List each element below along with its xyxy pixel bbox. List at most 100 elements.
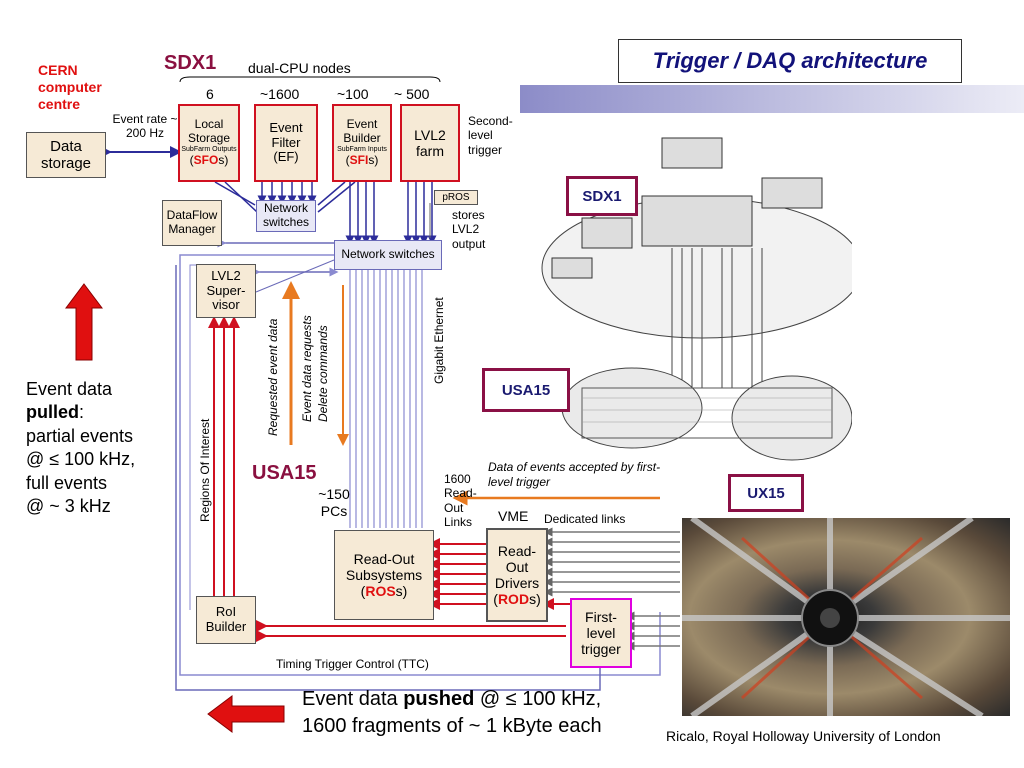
slide-title-box: Trigger / DAQ architecture <box>618 39 962 83</box>
gigabit-ethernet-label: Gigabit Ethernet <box>432 297 446 384</box>
count-ef: ~1600 <box>260 86 300 102</box>
pulled-l2-wrap: pulled: <box>26 401 186 424</box>
requests-line1: Event data requests <box>300 315 314 422</box>
acr-close: s) <box>395 583 408 600</box>
data-storage-box: Data storage <box>26 132 106 178</box>
first-level-trigger-box: First-level trigger <box>570 598 632 668</box>
count-sfi: ~100 <box>337 86 369 102</box>
event-filter-box: Event Filter (EF) <box>254 104 318 182</box>
roi-builder-box: RoI Builder <box>196 596 256 644</box>
requests-line2: Delete commands <box>316 325 330 422</box>
network-switches-small-label: Network switches <box>262 201 309 229</box>
count-sfo: 6 <box>206 86 214 102</box>
pushed-text: Event data pushed @ ≤ 100 kHz, 1600 frag… <box>302 686 692 740</box>
dataflow-manager-box: DataFlow Manager <box>162 200 222 246</box>
pcs-label: ~150 PCs <box>310 486 358 520</box>
pcs-text: ~150 PCs <box>318 486 350 519</box>
usa15-tag: USA15 <box>482 368 570 412</box>
network-switches-main-label: Network switches <box>341 247 435 262</box>
event-rate-text: Event rate ~ 200 Hz <box>112 112 178 141</box>
data-storage-label: Data storage <box>40 137 92 172</box>
event-builder-sub: SubFarm Inputs <box>337 146 387 154</box>
sdx1-label-text: SDX1 <box>164 52 217 74</box>
pros-note: stores LVL2 output <box>452 208 498 251</box>
sdx1-surface-illustration <box>522 118 863 466</box>
regions-of-interest-label: Regions Of Interest <box>198 418 212 522</box>
lvl2-supervisor-box: LVL2 Super-visor <box>196 264 256 318</box>
second-level-label: Second-level trigger <box>468 114 528 157</box>
lvl2-farm-box: LVL2 farm <box>400 104 460 182</box>
readout-links-text: 1600 Read-Out Links <box>444 472 477 530</box>
local-storage-acr: (SFOs) <box>189 152 229 168</box>
count-lvl2: ~ 500 <box>394 86 430 102</box>
local-storage-sub: SubFarm Outputs <box>181 146 237 154</box>
pushed-l1-wrap: Event data pushed @ ≤ 100 kHz, <box>302 686 692 713</box>
readout-links-label: 1600 Read-Out Links <box>444 472 486 530</box>
pulled-arrow-icon <box>64 282 104 362</box>
second-level-text: Second-level trigger <box>468 114 513 157</box>
pushed-l1b: pushed <box>403 688 475 710</box>
pulled-l5: full events <box>26 472 108 493</box>
accepted-data-label: Data of events accepted by first-level t… <box>488 460 664 490</box>
lvl2-supervisor-label: LVL2 Super-visor <box>206 267 246 313</box>
pushed-l2: 1600 fragments of ~ 1 kByte each <box>302 715 602 737</box>
pushed-l1a: Event data <box>302 688 404 710</box>
slide-title: Trigger / DAQ architecture <box>652 48 928 73</box>
acr-close: s) <box>529 591 541 608</box>
pulled-l2b: : <box>79 402 85 423</box>
local-storage-box: Local Storage SubFarm Outputs (SFOs) <box>178 104 240 182</box>
atlas-detector-photo <box>682 518 1010 716</box>
network-switches-main: Network switches <box>334 240 442 270</box>
title-accent-bar <box>520 85 1024 113</box>
acr-open: ( <box>345 152 350 167</box>
ros-acronym: ROS <box>365 583 396 600</box>
vme-label: VME <box>498 508 529 524</box>
cern-label: CERN computer centre <box>38 62 108 112</box>
network-switches-small: Network switches <box>256 200 316 232</box>
event-builder-title: Event Builder <box>343 117 381 146</box>
ros-box: Read-Out Subsystems (ROSs) <box>334 530 434 620</box>
event-filter-title: Event Filter (EF) <box>269 119 303 165</box>
atlas-photo-detail <box>682 518 1010 716</box>
dual-cpu-text: dual-CPU nodes <box>248 60 351 76</box>
cern-label-text: CERN computer centre <box>38 62 102 112</box>
sfi-acronym: SFI <box>349 152 369 167</box>
event-builder-box: Event Builder SubFarm Inputs (SFIs) <box>332 104 392 182</box>
dataflow-manager-label: DataFlow Manager <box>166 208 218 236</box>
roi-builder-label: RoI Builder <box>205 604 247 634</box>
event-builder-acr: (SFIs) <box>345 152 379 168</box>
pushed-arrow-icon <box>206 694 286 734</box>
acr-open: ( <box>493 591 498 608</box>
pulled-l6: @ ~ 3 kHz <box>26 495 111 516</box>
pushed-l1c: @ ≤ 100 kHz, <box>474 688 602 710</box>
rod-acronym: ROD <box>497 591 530 608</box>
pulled-l2: pulled <box>26 402 79 423</box>
dedicated-links-label: Dedicated links <box>544 512 626 526</box>
sdx1-tag: SDX1 <box>566 176 638 216</box>
rod-title: Read-Out Drivers <box>494 542 540 591</box>
requested-data-label: Requested event data <box>266 318 280 436</box>
acr-open: ( <box>189 152 194 167</box>
ttc-label: Timing Trigger Control (TTC) <box>276 657 429 671</box>
dual-cpu-label: dual-CPU nodes <box>248 60 351 76</box>
pulled-text: Event data pulled: partial events @ ≤ 10… <box>26 378 186 518</box>
sdx1-label: SDX1 <box>164 52 216 75</box>
accepted-data-text: Data of events accepted by first-level t… <box>488 460 661 489</box>
pulled-l3: partial events <box>26 425 134 446</box>
event-rate-label: Event rate ~ 200 Hz <box>108 112 182 141</box>
pros-box: pROS <box>434 190 478 205</box>
rod-acr: (RODs) <box>493 591 540 607</box>
pulled-l1: Event data <box>26 379 113 399</box>
ux15-tag: UX15 <box>728 474 804 512</box>
cavern-drawing <box>541 137 863 461</box>
pulled-l4: @ ≤ 100 kHz, <box>26 449 136 470</box>
footer-credit: Ricalo, Royal Holloway University of Lon… <box>666 728 941 744</box>
local-storage-title: Local Storage <box>187 117 231 146</box>
acr-close: s) <box>368 152 379 167</box>
acr-open: ( <box>360 583 366 600</box>
pros-note-text: stores LVL2 output <box>452 208 486 251</box>
ros-title: Read-Out Subsystems <box>345 550 423 583</box>
pros-label: pROS <box>442 191 470 203</box>
first-level-trigger-label: First-level trigger <box>581 608 621 658</box>
